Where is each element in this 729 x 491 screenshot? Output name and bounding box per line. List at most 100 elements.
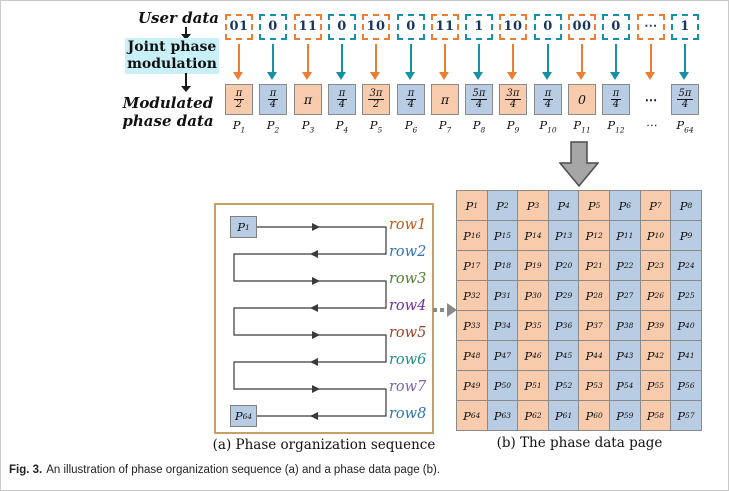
- user-bits-box: 1: [465, 14, 493, 40]
- user-bits-box: 11: [431, 14, 459, 40]
- phase-index-label: P7: [438, 118, 452, 135]
- user-bits-box: 0: [602, 14, 630, 40]
- user-bits-box: 0: [259, 14, 287, 40]
- phase-index-label: P10: [539, 118, 557, 135]
- phase-index-label: P12: [607, 118, 625, 135]
- user-bits-box: 0: [397, 14, 425, 40]
- modulated-line-2: phase data: [122, 112, 214, 130]
- modulation-arrow-icon: [397, 40, 425, 84]
- user-bits-box: 10: [362, 14, 390, 40]
- caption-b: (b) The phase data page: [496, 435, 663, 451]
- phase-index-label: P3: [301, 118, 315, 135]
- user-bits-box: ⋯: [637, 14, 665, 40]
- user-bits-box: 10: [499, 14, 527, 40]
- modulated-line-1: Modulated: [122, 94, 214, 112]
- row-label: row7: [389, 379, 427, 395]
- user-data-label: User data: [137, 9, 219, 27]
- phase-box: π: [431, 84, 459, 115]
- row-label: row5: [389, 325, 427, 341]
- phase-box: 0: [568, 84, 596, 115]
- jpm-line-2: modulation: [127, 56, 217, 72]
- big-down-arrow-icon: [559, 141, 599, 188]
- phase-index-label: P64: [676, 118, 694, 135]
- modulation-arrow-icon: [465, 40, 493, 84]
- figure-caption-text: An illustration of phase organization se…: [46, 464, 441, 476]
- phase-index-label: P9: [506, 118, 520, 135]
- row-label: row1: [389, 217, 427, 233]
- modulation-arrow-icon: [637, 40, 665, 84]
- phase-index-label: P1: [232, 118, 246, 135]
- modulation-arrow-icon: [602, 40, 630, 84]
- data-column: ⋯⋯⋯: [637, 14, 665, 132]
- figure-caption-label: Fig. 3.: [9, 464, 43, 476]
- modulation-arrow-icon: [362, 40, 390, 84]
- modulation-arrow-icon: [499, 40, 527, 84]
- modulation-arrow-icon: [225, 40, 253, 84]
- down-arrow-icon: [181, 73, 191, 94]
- jpm-line-1: Joint phase: [127, 39, 217, 55]
- arrow-line: [185, 27, 187, 35]
- modulation-arrow-icon: [671, 40, 699, 84]
- modulation-arrow-icon: [294, 40, 322, 84]
- row-label: row2: [389, 244, 427, 260]
- arrow-line: [185, 73, 187, 87]
- phase-box: ⋯: [644, 92, 658, 107]
- arrow-head: [181, 86, 191, 92]
